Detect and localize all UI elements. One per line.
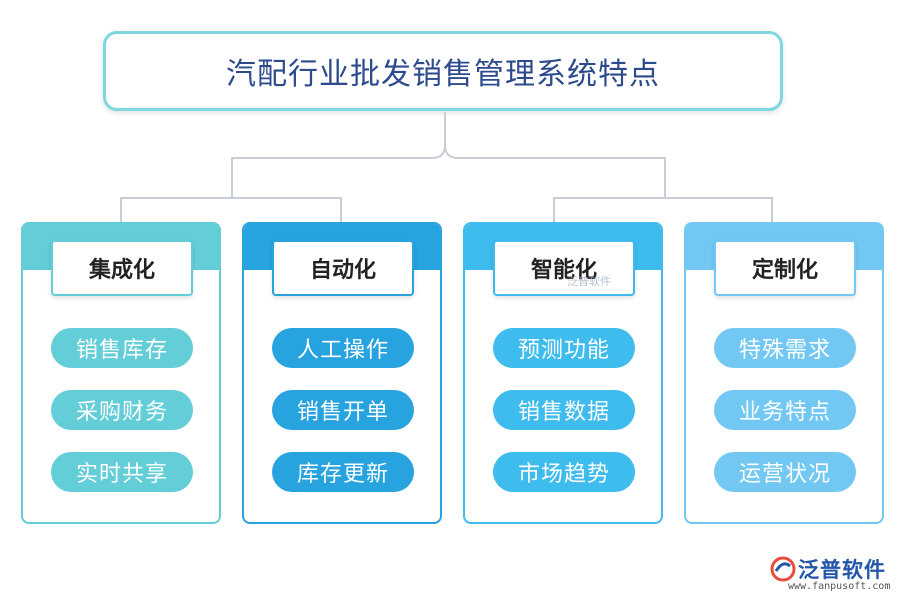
feature-pill: 销售库存 <box>51 328 193 368</box>
feature-pill: 运营状况 <box>714 452 856 492</box>
diagram-title: 汽配行业批发销售管理系统特点 <box>226 57 660 92</box>
logo-icon <box>770 556 796 582</box>
group-card-4: 定制化 特殊需求 业务特点 运营状况 <box>684 222 884 524</box>
feature-pill: 销售开单 <box>272 390 414 430</box>
group-title: 自动化 <box>272 240 414 296</box>
connector-right-branch <box>553 197 773 222</box>
feature-pill: 库存更新 <box>272 452 414 492</box>
feature-pill: 采购财务 <box>51 390 193 430</box>
feature-pill: 业务特点 <box>714 390 856 430</box>
watermark: 泛普软件 <box>567 275 611 288</box>
group-title: 集成化 <box>51 240 193 296</box>
connector-left-branch <box>120 197 342 222</box>
logo-name: 泛普软件 <box>798 558 886 582</box>
group-title: 智能化 <box>493 240 635 296</box>
feature-pill: 特殊需求 <box>714 328 856 368</box>
title-box: 汽配行业批发销售管理系统特点 <box>103 31 783 111</box>
feature-pill: 销售数据 <box>493 390 635 430</box>
group-card-2: 自动化 人工操作 销售开单 库存更新 <box>242 222 442 524</box>
group-title: 定制化 <box>714 240 856 296</box>
connector-root <box>231 112 666 198</box>
logo-url: www.fanpusoft.com <box>788 581 891 592</box>
feature-pill: 人工操作 <box>272 328 414 368</box>
feature-pill: 市场趋势 <box>493 452 635 492</box>
group-card-1: 集成化 销售库存 采购财务 实时共享 <box>21 222 221 524</box>
brand-logo: 泛普软件 www.fanpusoft.com <box>770 554 895 598</box>
feature-pill: 预测功能 <box>493 328 635 368</box>
feature-pill: 实时共享 <box>51 452 193 492</box>
group-card-3: 智能化 预测功能 销售数据 市场趋势 <box>463 222 663 524</box>
